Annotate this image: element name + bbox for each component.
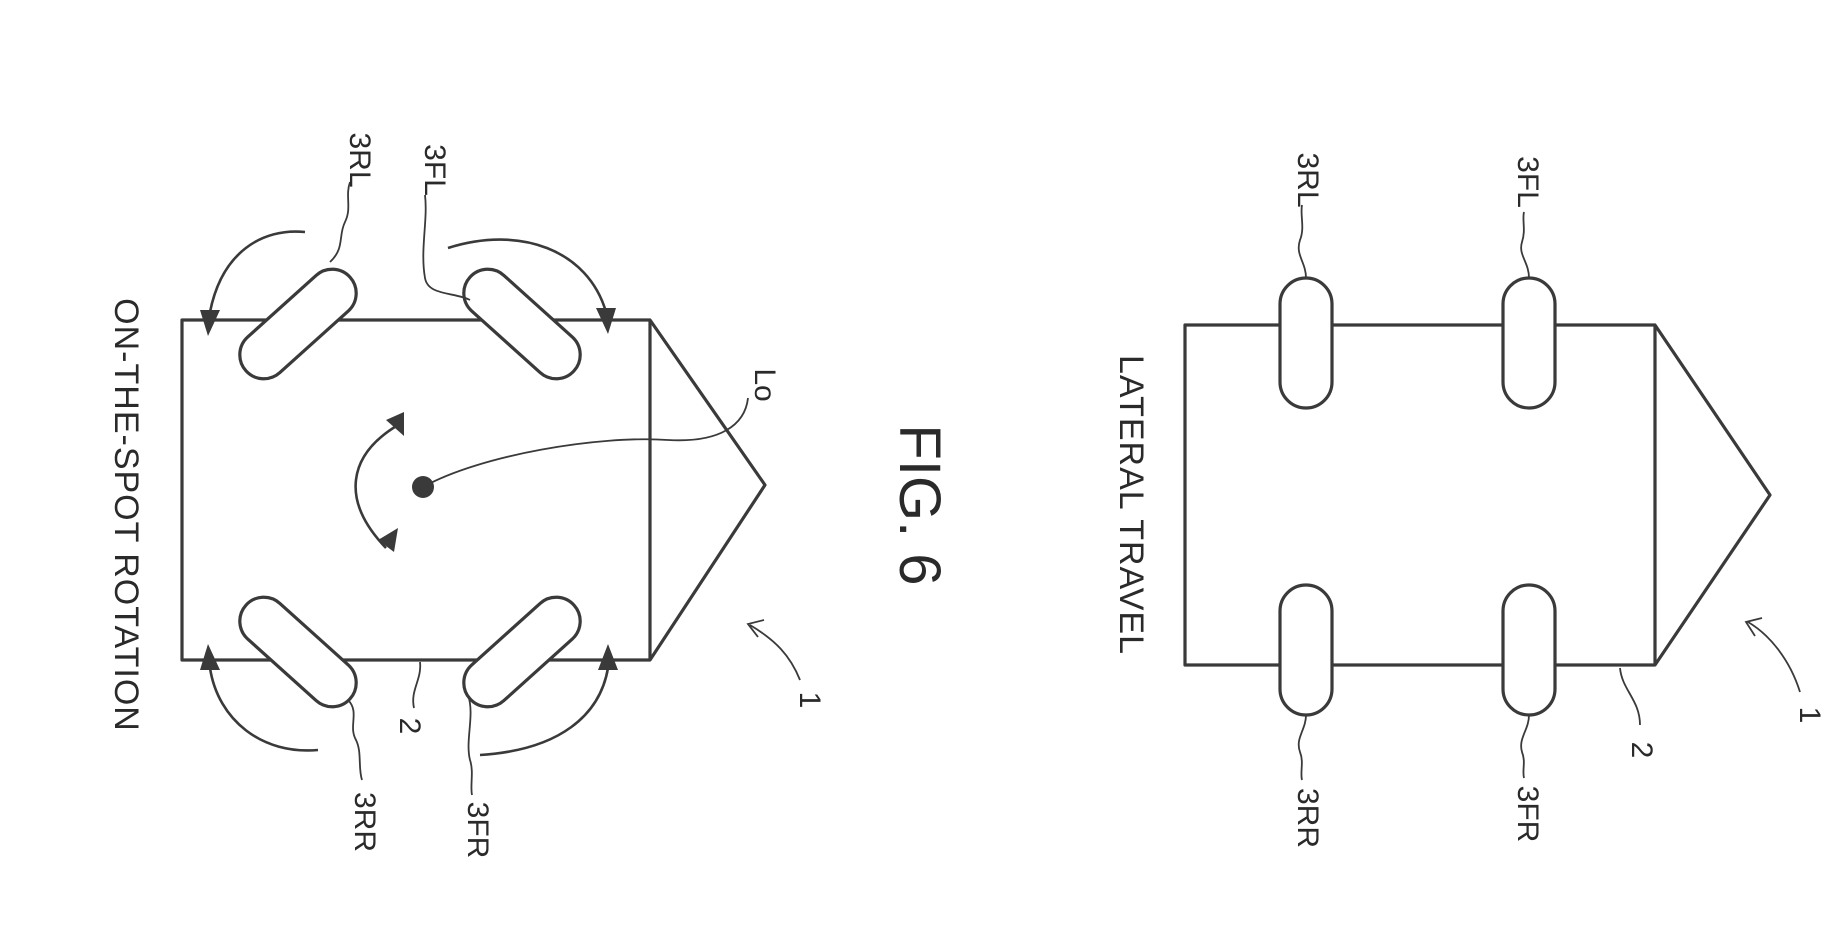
lateral-ref-3fl: 3FL bbox=[1511, 156, 1544, 208]
lateral-ref-3rl: 3RL bbox=[1291, 152, 1324, 207]
rotation-ref-3fl: 3FL bbox=[418, 144, 451, 196]
lateral-ref-1: 1 bbox=[1793, 707, 1826, 724]
lateral-ref-2: 2 bbox=[1625, 742, 1658, 759]
lateral-ref-3fr: 3FR bbox=[1511, 786, 1544, 843]
rotation-center-leader bbox=[423, 398, 748, 487]
lateral-wheel-3fr bbox=[1503, 585, 1555, 715]
lateral-leader-2 bbox=[1620, 668, 1640, 725]
lateral-leader-3fr bbox=[1521, 715, 1529, 778]
rotation-wheel-3rl bbox=[230, 259, 366, 388]
rotation-wheel-3fr bbox=[454, 587, 590, 716]
rotation-ref-3fr: 3FR bbox=[461, 802, 494, 859]
rotation-leader-2 bbox=[413, 662, 420, 708]
lateral-vehicle-body bbox=[1185, 325, 1770, 665]
lateral-leader-3rr bbox=[1299, 715, 1306, 780]
rotation-caption: ON-THE-SPOT ROTATION bbox=[107, 298, 145, 732]
rotation-ref-2: 2 bbox=[393, 718, 426, 735]
lateral-ref-3rr: 3RR bbox=[1291, 788, 1324, 848]
rotation-wheel-3fl bbox=[454, 259, 590, 388]
center-rotation-arrow bbox=[356, 425, 398, 548]
rotation-ref-lo: Lo bbox=[748, 368, 781, 401]
rotation-leader-3fl bbox=[423, 195, 470, 300]
rotation-ref-1: 1 bbox=[793, 692, 826, 709]
rotation-panel: 3RL 3FL 3RR 3FR 2 1 Lo ON-THE-SPOT ROTAT… bbox=[107, 132, 826, 858]
lateral-wheel-3rr bbox=[1280, 585, 1332, 715]
lateral-leader-3fl bbox=[1521, 212, 1529, 278]
arrowhead-icon bbox=[200, 310, 220, 336]
lateral-caption: LATERAL TRAVEL bbox=[1112, 355, 1150, 655]
rotation-ref-3rr: 3RR bbox=[348, 792, 381, 852]
lateral-panel: 3RL 3FL 3RR 3FR 2 1 LATERAL TRAVEL bbox=[1112, 152, 1826, 848]
arrowhead-icon bbox=[598, 644, 618, 670]
rotation-leader-1 bbox=[750, 625, 800, 680]
rotation-ref-3rl: 3RL bbox=[343, 132, 376, 187]
lateral-leader-1 bbox=[1748, 622, 1800, 692]
rotation-wheel-3rr bbox=[230, 587, 366, 716]
arrowhead-icon bbox=[1746, 618, 1762, 636]
figure-title: FIG. 6 bbox=[887, 424, 952, 585]
rotation-leader-3rr bbox=[348, 700, 362, 780]
arrowhead-icon bbox=[378, 528, 398, 552]
lateral-wheel-3fl bbox=[1503, 278, 1555, 408]
rotation-leader-3rl bbox=[330, 182, 350, 262]
lateral-wheel-3rl bbox=[1280, 278, 1332, 408]
lateral-leader-3rl bbox=[1299, 205, 1306, 278]
arrowhead-icon bbox=[200, 644, 220, 670]
rotation-leader-3fr bbox=[468, 695, 472, 795]
